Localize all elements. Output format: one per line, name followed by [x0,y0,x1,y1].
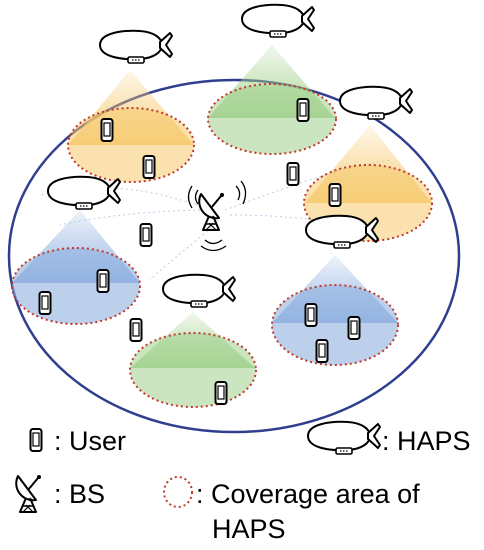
legend-bs-label: : BS [54,479,105,509]
macro-cell-boundary [7,78,461,434]
user-phone-icon-8 [38,291,52,315]
legend: : User : HAPS : BS : Coverage area of HA… [15,420,471,544]
user-phone-icon-9 [129,318,143,342]
user-phone-icon-12 [315,339,329,363]
haps-coverage-zone-green-2 [129,312,257,408]
legend-coverage-label: : Coverage area of [196,479,420,509]
user-phone-icon-2 [142,155,156,179]
user-phone-icon-7 [96,269,110,293]
user-phone-icon-6 [139,223,153,247]
legend-bs: : BS [15,474,105,513]
legend-user: : User [29,426,126,456]
user-phone-icon-13 [214,381,228,405]
user-phone-icon-11 [347,316,361,340]
user-phone-icon-10 [304,303,318,327]
user-phone-icon-4 [286,162,300,186]
user-phone-icon-1 [100,118,114,142]
haps-coverage-zone-yellow-1 [67,70,195,183]
user-phone-icon-3 [296,98,310,122]
haps-airship-icon-6 [162,273,236,308]
base-station [187,180,247,252]
user-phone-icon-5 [328,183,342,207]
legend-user-icon [29,428,43,452]
haps-airship-icon-1 [99,29,173,64]
legend-user-label: : User [54,426,126,456]
haps-coverage-zone-blue-1 [11,210,141,325]
legend-haps: : HAPS [307,420,471,456]
haps-coverage-zone-blue-2 [271,255,399,366]
haps-airship-icon-4 [47,175,121,210]
base-station-icon [198,192,225,231]
haps-coverage-zone-green-1 [207,45,337,155]
haps-airship-icon-2 [241,3,315,38]
legend-haps-icon [307,420,381,455]
base-station-signal-waves [187,180,247,252]
legend-coverage-label-line2: HAPS [212,514,286,544]
legend-coverage: : Coverage area of HAPS [163,476,420,544]
legend-haps-label: : HAPS [382,426,471,456]
haps-airship-icon-3 [339,85,413,120]
legend-bs-icon [15,474,42,513]
legend-coverage-icon [163,476,193,508]
